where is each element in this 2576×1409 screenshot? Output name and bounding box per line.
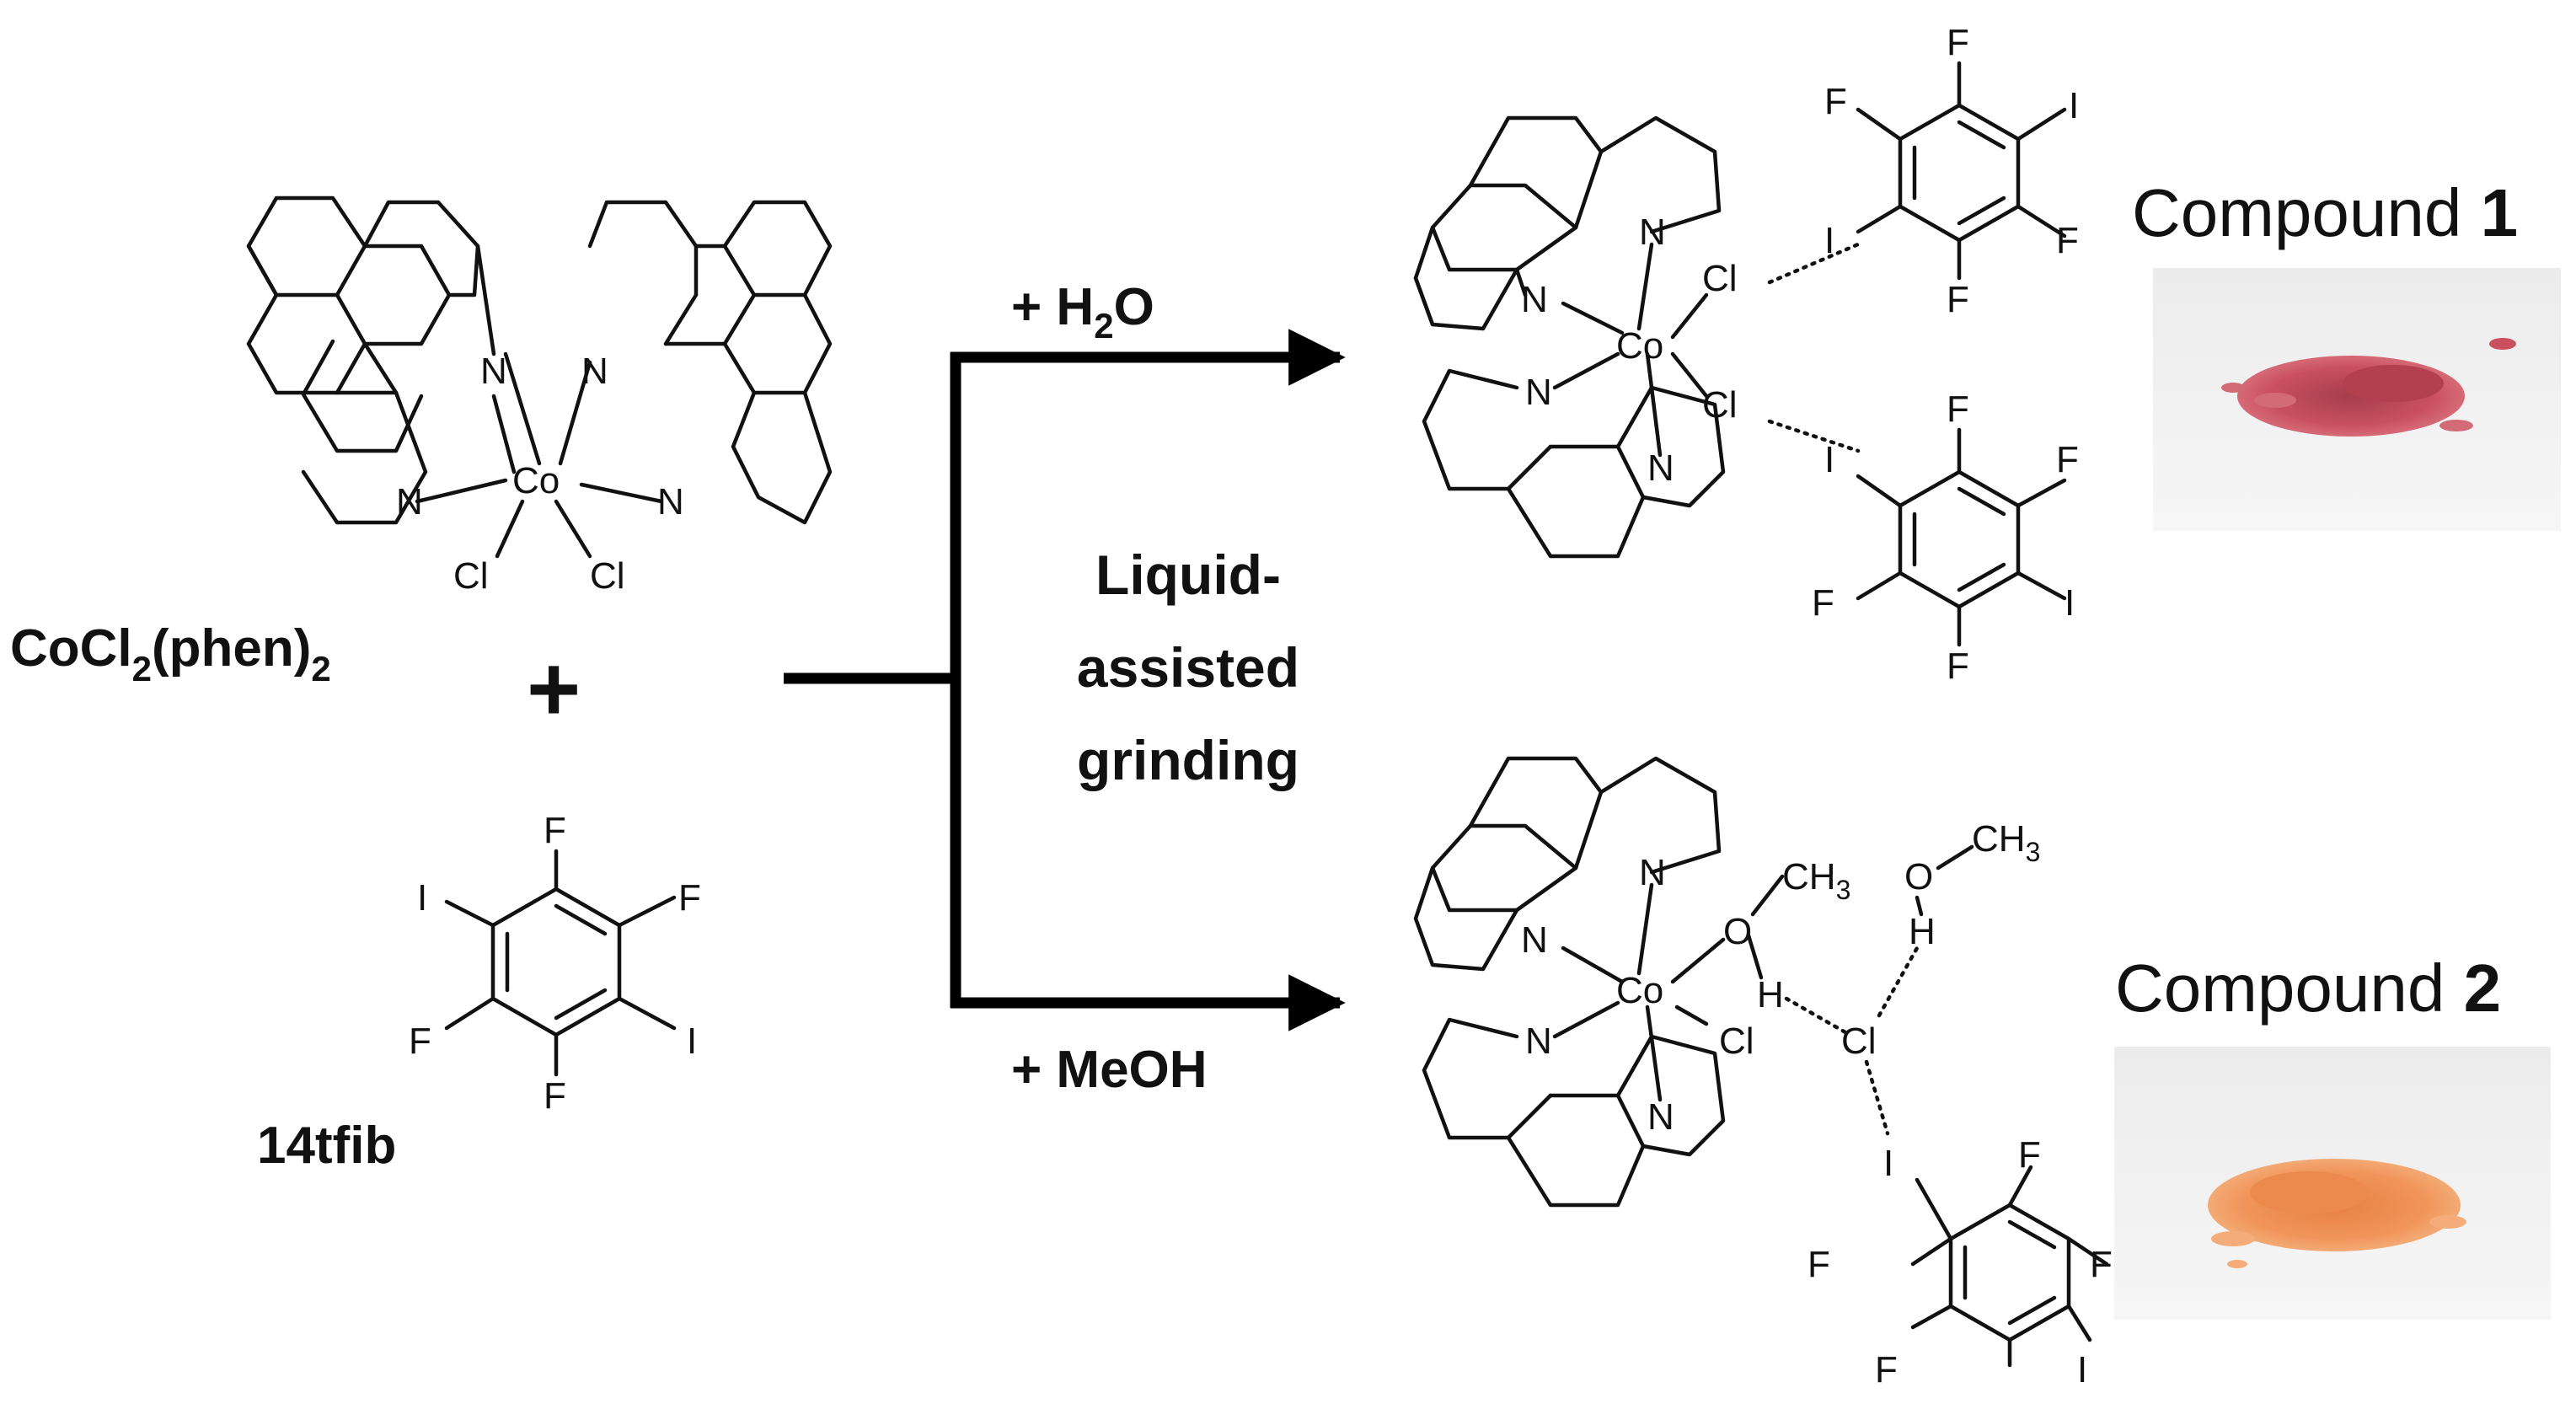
coformer-i-right: I (687, 1021, 697, 1062)
p2-i1: I (1883, 1143, 1893, 1184)
reactant-complex-structure (246, 196, 833, 559)
p1b-f3: F (1947, 646, 1969, 687)
p1-n3: N (1525, 372, 1552, 413)
p1-co: Co (1616, 325, 1663, 367)
p1b-f2: F (2056, 439, 2079, 480)
reactant-n4: N (657, 481, 684, 522)
reactant-complex-label: CoCl2(phen)2 (10, 619, 331, 688)
method-line-1: Liquid- (1095, 544, 1281, 606)
reactant-n2: N (581, 351, 608, 392)
p2-o2: O (1904, 856, 1933, 897)
p1a-f4: F (1824, 81, 1847, 122)
p1-n2: N (1639, 212, 1666, 253)
coformer-f-right: F (678, 877, 701, 919)
p2-o1: O (1723, 911, 1752, 952)
lower-reagent-label: + MeOH (1011, 1041, 1208, 1099)
p1b-f4: F (1812, 582, 1834, 624)
p2-f4: F (1807, 1244, 1830, 1285)
p1-cl2: Cl (1702, 384, 1738, 426)
p1b-i2: I (1824, 439, 1834, 480)
coformer-f-top: F (544, 810, 566, 851)
p2-f3: F (1875, 1349, 1898, 1390)
p2-i2: I (2077, 1349, 2087, 1390)
compound2-structure (1413, 756, 2109, 1368)
p1a-i: I (2069, 85, 2079, 126)
p2-n3: N (1525, 1021, 1552, 1062)
p1b-i: I (2065, 582, 2075, 624)
coformer-label: 14tfib (257, 1117, 396, 1175)
compound1-structure (1413, 61, 2067, 647)
p2-cl2: Cl (1841, 1021, 1877, 1062)
p2-f1: F (2018, 1134, 2041, 1176)
p1a-f3: F (1947, 279, 1969, 320)
compound2-label: Compound 2 (2115, 951, 2501, 1026)
p2-me2: CH3 (1972, 818, 2040, 867)
p2-h1: H (1757, 974, 1784, 1015)
reactant-cl2: Cl (590, 555, 625, 597)
p2-n2: N (1639, 852, 1666, 893)
p1-n1: N (1521, 279, 1548, 320)
p2-n4: N (1647, 1096, 1674, 1138)
upper-reagent-label: + H2O (1011, 278, 1154, 346)
p2-n1: N (1521, 919, 1548, 961)
coformer-f-left: F (409, 1021, 431, 1062)
p2-cl1: Cl (1719, 1021, 1754, 1062)
coformer-f-bottom: F (544, 1075, 566, 1117)
reactant-cl1: Cl (453, 555, 489, 597)
p1a-i2: I (1824, 220, 1834, 261)
coformer-structure (444, 849, 677, 1077)
reaction-arrows (784, 329, 1346, 1031)
coformer-i-left: I (417, 877, 427, 919)
p1-n4: N (1647, 447, 1674, 489)
compound2-photo (2114, 1047, 2551, 1320)
p1b-f1: F (1947, 388, 1969, 430)
reactant-n3: N (396, 481, 423, 522)
p1-cl1: Cl (1702, 258, 1738, 299)
compound1-label: Compound 1 (2132, 175, 2518, 250)
compound2-hydrogen-bonds (1784, 946, 1920, 1136)
p2-co: Co (1616, 970, 1663, 1011)
p1a-f1: F (1947, 22, 1969, 63)
p2-h2: H (1909, 911, 1936, 952)
plus-sign: + (527, 637, 581, 741)
method-line-2: assisted (1077, 636, 1299, 699)
p2-f2: F (2090, 1244, 2113, 1285)
method-line-3: grinding (1077, 729, 1299, 791)
p2-me1: CH3 (1782, 856, 1850, 905)
reactant-n1: N (480, 351, 507, 392)
compound1-halogen-bonds (1767, 242, 1861, 453)
compound1-photo (2153, 268, 2561, 531)
p1a-f2: F (2056, 220, 2079, 261)
reactant-co: Co (512, 460, 560, 501)
